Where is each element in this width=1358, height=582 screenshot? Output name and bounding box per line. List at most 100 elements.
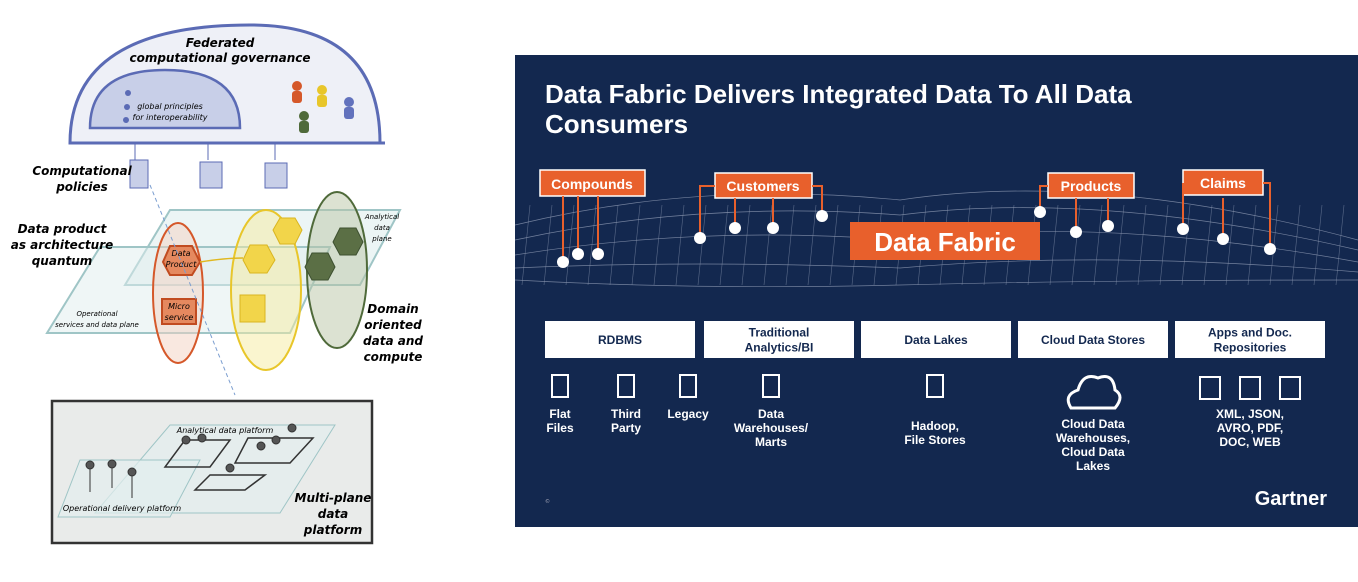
flat-file-icon <box>551 374 569 398</box>
data-fabric-slide: Data Fabric Delivers Integrated Data To … <box>514 55 1358 527</box>
fabric-grid-line <box>697 204 707 286</box>
policies-1: Computational <box>32 164 132 178</box>
data-fabric-label: Data Fabric <box>874 227 1016 257</box>
copyright-dot: © <box>545 498 550 505</box>
fabric-grid-line <box>1313 204 1323 286</box>
consumer-compounds: Compounds <box>551 176 633 192</box>
domain-2: oriented <box>364 318 422 332</box>
quantum-3: quantum <box>32 254 93 268</box>
fabric-grid-line <box>653 204 663 286</box>
principles-dome <box>88 68 242 130</box>
microservice-2: service <box>165 313 194 322</box>
fabric-grid-line <box>829 204 839 286</box>
analytical-plane-1: Analytical <box>364 213 399 221</box>
fabric-grid-line <box>1093 204 1103 286</box>
source-item-label: Files <box>546 421 574 435</box>
source-item-label: XML, JSON, <box>1216 407 1284 421</box>
policies-2: policies <box>55 180 108 194</box>
cloud-icon <box>1066 375 1122 410</box>
people-icons <box>292 81 354 133</box>
fabric-grid-line <box>1071 204 1081 286</box>
principles-2: for interoperability <box>133 113 208 122</box>
fabric-grid-line <box>543 204 553 286</box>
source-item-label: Flat <box>549 407 570 421</box>
source-item-label: Marts <box>755 435 787 449</box>
fabric-grid-line <box>1225 204 1235 286</box>
operational-plane-2: services and data plane <box>55 321 139 329</box>
principles-1: global principles <box>137 102 203 111</box>
source-category-label: Traditional <box>749 326 810 340</box>
source-item-label: Third <box>611 407 641 421</box>
operational-platform-label: Operational delivery platform <box>63 504 181 513</box>
source-category-box <box>545 321 695 358</box>
third-party-icon <box>617 374 635 398</box>
analytical-platform-label: Analytical data platform <box>176 426 274 435</box>
consumer-claims: Claims <box>1200 175 1246 191</box>
multiplane-3: platform <box>303 523 362 537</box>
source-item-label: Cloud Data <box>1061 417 1125 431</box>
fabric-grid-line <box>1203 204 1213 286</box>
source-category-label: Apps and Doc. <box>1208 326 1292 340</box>
source-category-label: RDBMS <box>598 333 642 347</box>
consumer-customers: Customers <box>726 178 799 194</box>
fabric-grid-line <box>521 204 531 286</box>
gartner-logo: Gartner <box>1255 488 1327 510</box>
multiplane-2: data <box>318 507 349 521</box>
source-item-label: Hadoop, <box>911 419 959 433</box>
fabric-grid-line <box>1049 204 1059 286</box>
fabric-grid-line <box>1247 204 1257 286</box>
slide-title-1: Data Fabric Delivers Integrated Data To … <box>545 79 1132 109</box>
domain-4: compute <box>364 350 423 364</box>
source-category-box <box>704 321 854 358</box>
source-category-label: Repositories <box>1214 341 1287 355</box>
data-product-2: Product <box>166 260 198 269</box>
microservice-1: Micro <box>168 302 190 311</box>
multiplane-1: Multi-plane <box>295 491 372 505</box>
source-item-label: Data <box>758 407 784 421</box>
mesh-diagram: Federated computational governance globa… <box>11 23 423 545</box>
source-category-box <box>1018 321 1168 358</box>
source-item-label: Cloud Data <box>1061 445 1125 459</box>
source-item-label: Warehouses, <box>1056 431 1130 445</box>
policy-icons <box>129 143 288 189</box>
source-item-label: File Stores <box>904 433 966 447</box>
document-icon <box>1239 376 1261 400</box>
warehouse-icon <box>762 374 780 398</box>
data-product-1: Data <box>171 249 190 258</box>
quantum-2: as architecture <box>11 238 114 252</box>
source-item-label: Party <box>611 421 641 435</box>
source-category-label: Analytics/BI <box>745 341 814 355</box>
fabric-grid-line <box>807 204 817 286</box>
source-category-box <box>861 321 1011 358</box>
fabric-grid-line <box>785 204 795 286</box>
fabric-grid-line <box>565 204 575 286</box>
operational-plane-1: Operational <box>76 310 117 318</box>
source-item-label: Legacy <box>667 407 709 421</box>
source-category-label: Cloud Data Stores <box>1041 333 1145 347</box>
fabric-grid-line <box>675 204 685 286</box>
fabric-grid-line <box>1181 204 1191 286</box>
fabric-grid-line <box>719 204 729 286</box>
fabric-grid-line <box>1115 204 1125 286</box>
document-icon <box>1279 376 1301 400</box>
source-item-label: Lakes <box>1076 459 1110 473</box>
governance-title-2: computational governance <box>129 51 310 65</box>
fabric-grid-line <box>1137 204 1147 286</box>
source-item-label: DOC, WEB <box>1219 435 1281 449</box>
fabric-grid-line <box>631 204 641 286</box>
fabric-grid-line <box>609 204 619 286</box>
document-icon <box>1199 376 1221 400</box>
fabric-grid-line <box>587 204 597 286</box>
slide-title-2: Consumers <box>545 109 688 139</box>
consumer-products: Products <box>1061 178 1122 194</box>
source-category-label: Data Lakes <box>904 333 968 347</box>
legacy-icon <box>679 374 697 398</box>
source-item-label: AVRO, PDF, <box>1217 421 1283 435</box>
domain-3: data and <box>363 334 423 348</box>
source-category-box <box>1175 321 1325 358</box>
fabric-grid-line <box>1291 204 1301 286</box>
hadoop-icon <box>926 374 944 398</box>
fabric-grid-line <box>741 204 751 286</box>
analytical-plane-3: plane <box>371 235 391 243</box>
